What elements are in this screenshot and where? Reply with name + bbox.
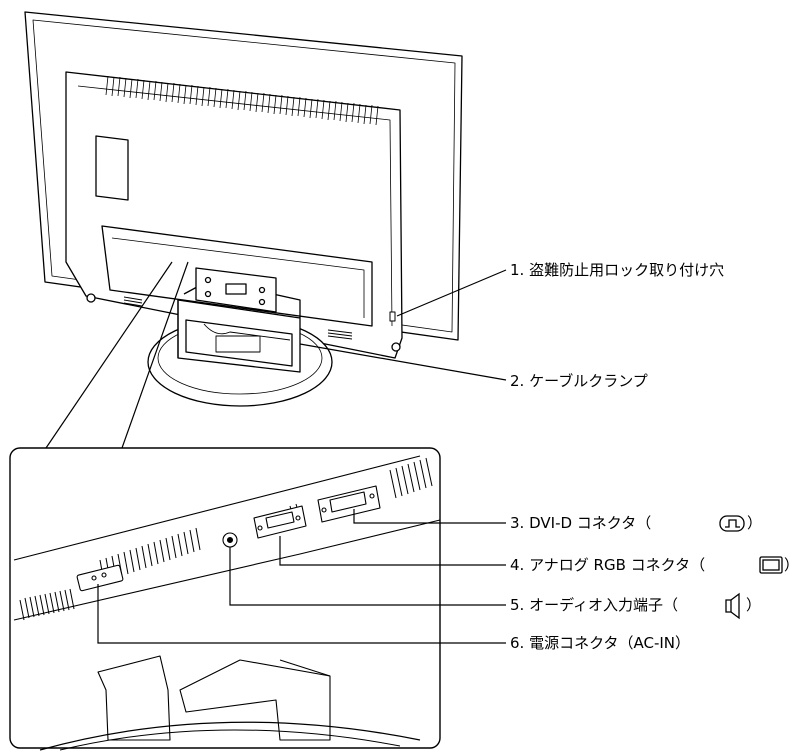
monitor-rear-illustration xyxy=(24,11,463,407)
callout-3: 3. DVI-D コネクタ（ xyxy=(510,514,651,532)
callout-6: 6. 電源コネクタ（AC-IN） xyxy=(510,634,690,652)
callout-4: 4. アナログ RGB コネクタ（ xyxy=(510,556,705,574)
leader-2 xyxy=(299,343,507,381)
leader-3 xyxy=(353,509,506,524)
ac-in-port xyxy=(76,564,124,592)
callout-4-close: ） xyxy=(784,556,794,574)
leader-6 xyxy=(97,584,506,644)
screw-hole-right xyxy=(391,342,401,352)
detail-vents-left xyxy=(19,527,201,621)
screw-hole-left xyxy=(86,293,96,303)
callout-labels: 1. 盗難防止用ロック取り付け穴 2. ケーブルクランプ 3. DVI-D コネ… xyxy=(510,261,794,652)
callout-5-close: ） xyxy=(746,596,761,614)
callout-3-close: ） xyxy=(747,514,762,532)
callout-5: 5. オーディオ入力端子（ xyxy=(510,596,678,614)
callout-2: 2. ケーブルクランプ xyxy=(510,372,648,390)
leader-4 xyxy=(279,536,506,566)
lock-slot xyxy=(389,311,396,322)
callout-1: 1. 盗難防止用ロック取り付け穴 xyxy=(510,261,724,279)
leader-1 xyxy=(396,269,507,317)
vga-monitor-icon xyxy=(759,556,783,574)
top-vents xyxy=(105,75,379,126)
dvi-connector-icon xyxy=(719,515,745,532)
label-plate xyxy=(95,135,129,201)
zoom-lines xyxy=(45,261,189,449)
callout-lines xyxy=(97,269,507,644)
detail-clamp xyxy=(97,655,171,741)
detail-zoom-view xyxy=(9,447,441,751)
leader-5 xyxy=(229,547,506,606)
speaker-icon xyxy=(725,592,740,620)
bottom-vents xyxy=(123,296,353,340)
